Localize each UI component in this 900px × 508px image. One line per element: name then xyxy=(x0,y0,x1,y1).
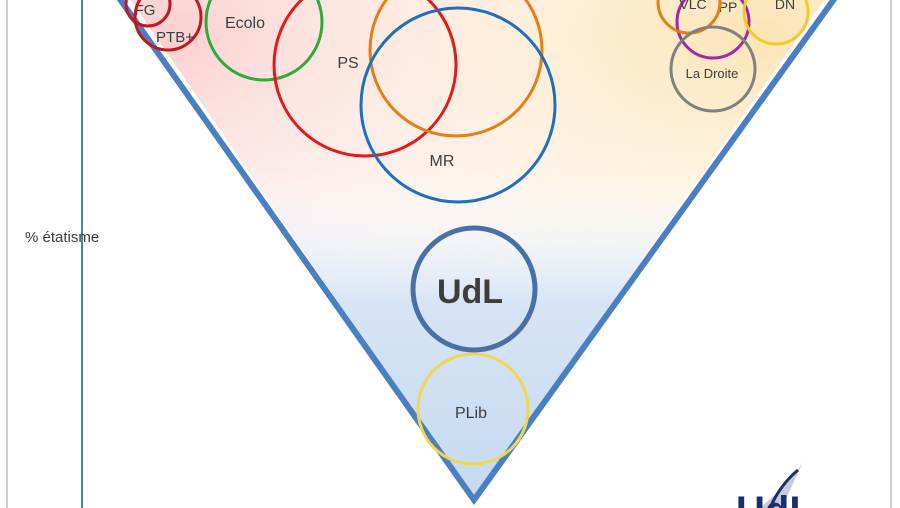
logo-text: UdL xyxy=(736,489,814,508)
mr-label: MR xyxy=(430,153,455,170)
fg-circle xyxy=(124,0,172,28)
dn-circle xyxy=(742,0,810,46)
ps-label: PS xyxy=(337,55,358,72)
udl-label: UdL xyxy=(437,273,503,311)
y-axis-label: % étatisme xyxy=(25,229,99,246)
vlc-label: VLC xyxy=(679,0,706,12)
pp-label: PP xyxy=(719,0,738,15)
plib-label: PLib xyxy=(455,405,487,422)
udl-logo: UdL xyxy=(736,462,814,508)
ecolo-label: Ecolo xyxy=(225,15,265,32)
ptb-label: PTB+ xyxy=(156,29,194,46)
udl-circle xyxy=(410,225,538,353)
la-droite-circle xyxy=(669,25,757,113)
ps-circle xyxy=(272,0,458,158)
funnel-outline xyxy=(116,0,838,506)
cdh-circle xyxy=(368,0,544,138)
dn-label: DN xyxy=(775,0,795,12)
ecolo-circle xyxy=(204,0,324,82)
ptb-circle xyxy=(133,0,203,52)
la-droite-label: La Droite xyxy=(686,66,739,81)
mr-circle xyxy=(359,6,557,204)
fg-label: FG xyxy=(135,2,156,19)
plib-circle xyxy=(416,352,530,466)
pp-circle xyxy=(675,0,751,60)
